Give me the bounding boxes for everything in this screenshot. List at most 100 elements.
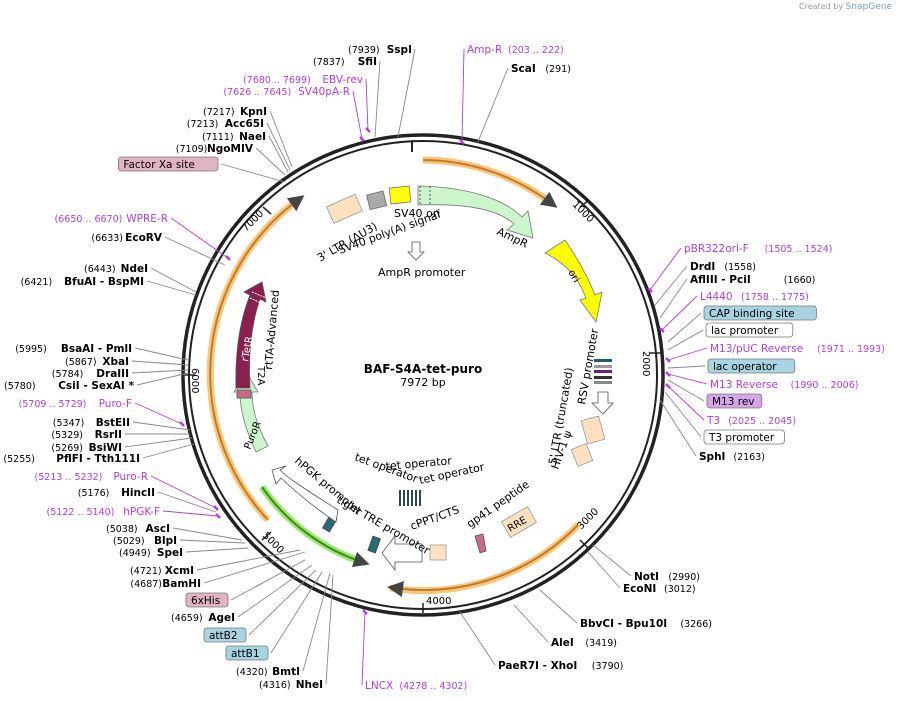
feature-gp41[interactable] (474, 533, 487, 554)
orange-arrow-2 (387, 524, 579, 598)
feature-m13rev[interactable] (594, 370, 612, 373)
feature-rsv-promoter[interactable] (591, 391, 614, 415)
site-left-35[interactable]: NheI(4316) (259, 679, 323, 691)
site-right-4[interactable]: CAP binding site (703, 305, 817, 321)
site-left-19[interactable]: RsrII(5329) (51, 429, 122, 441)
site-right-5[interactable]: lac promoter (705, 322, 794, 338)
site-left-15[interactable]: DraIII(5784) (52, 368, 129, 380)
site-left-10[interactable]: EcoRV(6633) (91, 232, 162, 244)
feature-ampr-promoter[interactable] (407, 241, 425, 261)
feature-cap-site[interactable] (594, 359, 612, 362)
tick-5000 (261, 531, 272, 541)
site-right-17[interactable]: PaeR7I - XhoI(3790) (498, 660, 623, 672)
site-left-17[interactable]: Puro-F(5709 .. 5729) (19, 398, 132, 410)
leader-line (325, 574, 334, 685)
feature-lac-operator[interactable] (594, 376, 612, 379)
site-left-21[interactable]: PflFI - Tth111I(5255) (3, 453, 140, 465)
site-left-22[interactable]: Puro-R(5213 .. 5232) (35, 471, 148, 483)
site-right-7[interactable]: lac operator (707, 358, 796, 374)
site-name: EcoRV (125, 232, 163, 244)
site-right-13[interactable]: NotI(2990) (634, 571, 700, 583)
site-left-25[interactable]: AscI(5038) (106, 523, 170, 535)
site-left-31[interactable]: AgeI(4659) (171, 612, 235, 624)
site-right-14[interactable]: EcoNI(3012) (623, 583, 696, 595)
plasmid-length: 7972 bp (400, 376, 445, 389)
site-right-19[interactable]: Amp-R(203 .. 222) (467, 44, 564, 56)
site-left-5[interactable]: Acc65I(7213) (187, 118, 264, 130)
site-right-15[interactable]: BbvCI - Bpu10I(3266) (580, 618, 712, 630)
site-name: pBR322ori-F (684, 243, 749, 255)
rtetr-hatch (249, 297, 264, 305)
site-right-20[interactable]: ScaI(291) (511, 63, 571, 75)
site-left-27[interactable]: SpeI(4949) (119, 547, 183, 559)
site-left-2[interactable]: EBV-rev(7680 .. 7699) (243, 74, 363, 86)
site-pos: (1990 .. 2006) (791, 380, 859, 391)
site-right-18[interactable]: LNCX(4278 .. 4302) (365, 680, 467, 692)
site-left-28[interactable]: XcmI(4721) (130, 565, 194, 577)
feature-hiv-psi[interactable] (570, 443, 594, 467)
site-pos: (5269) (51, 443, 83, 454)
site-name: AleI (551, 637, 574, 649)
site-left-16[interactable]: CsiI - SexAI *(5780) (4, 380, 134, 392)
feature-5ltr[interactable] (580, 415, 606, 445)
leader-line (136, 372, 189, 386)
site-left-7[interactable]: NgoMIV(7109) (176, 143, 254, 155)
feature-lac-promoter[interactable] (594, 365, 612, 368)
feature-3ltr[interactable] (326, 193, 363, 224)
site-left-13[interactable]: BsaAI - PmlI(5995) (15, 343, 132, 355)
feature-cppt[interactable] (429, 544, 447, 561)
green-arrow (261, 486, 370, 568)
features (233, 185, 614, 572)
site-left-34[interactable]: BmtI(4320) (236, 666, 300, 678)
site-right-3[interactable]: L4440(1758 .. 1775) (700, 291, 809, 303)
tick-3000 (579, 539, 589, 549)
feature-sv40-ori[interactable] (388, 185, 412, 205)
leader-line (230, 559, 306, 601)
site-left-11[interactable]: NdeI(6443) (84, 263, 148, 275)
leader-line (361, 611, 366, 686)
feature-hpgk-promoter[interactable] (271, 465, 339, 523)
site-left-4[interactable]: KpnI(7217) (203, 106, 267, 118)
site-left-8[interactable]: Factor Xa site (118, 156, 219, 172)
feature-tight-tre[interactable] (381, 534, 423, 572)
site-right-8[interactable]: M13 Reverse(1990 .. 2006) (710, 379, 858, 391)
feature-t2a[interactable] (236, 389, 252, 399)
site-left-26[interactable]: BlpI(5029) (113, 535, 177, 547)
site-right-6[interactable]: M13/pUC Reverse(1971 .. 1993) (710, 343, 885, 355)
site-left-14[interactable]: XbaI(5867) (65, 356, 129, 368)
site-right-1[interactable]: DrdI(1558) (690, 261, 756, 273)
site-right-9[interactable]: M13 rev (706, 393, 763, 409)
site-left-20[interactable]: BsiWI(5269) (51, 442, 122, 454)
site-left-0[interactable]: SspI(7939) (348, 44, 412, 56)
site-left-23[interactable]: HincII(5176) (78, 487, 155, 499)
site-left-12[interactable]: BfuAI - BspMI(6421) (21, 276, 144, 288)
site-left-6[interactable]: NaeI(7111) (202, 131, 266, 143)
site-name: NdeI (121, 263, 148, 275)
site-left-30[interactable]: 6xHis (185, 592, 229, 608)
site-left-24[interactable]: hPGK-F(5122 .. 5140) (47, 506, 160, 518)
site-right-0[interactable]: pBR322ori-F(1505 .. 1524) (684, 243, 832, 255)
site-right-16[interactable]: AleI(3419) (551, 637, 617, 649)
site-left-18[interactable]: BstEII(5347) (53, 417, 130, 429)
feature-t3-promoter[interactable] (594, 381, 612, 384)
site-right-10[interactable]: T3(2025 .. 2045) (706, 415, 796, 427)
feature-rtetr[interactable] (235, 281, 267, 389)
site-name: Puro-R (113, 471, 148, 483)
feature-rre[interactable] (500, 506, 538, 538)
site-left-3[interactable]: SV40pA-R(7626 .. 7645) (223, 86, 350, 98)
leader-line (461, 48, 465, 143)
site-left-1[interactable]: SfiI(7837) (313, 56, 377, 68)
feature-tet-operators[interactable] (398, 490, 422, 506)
site-left-9[interactable]: WPRE-R(6650 .. 6670) (55, 213, 168, 225)
site-right-2[interactable]: AflIII - PciI(1660) (690, 274, 815, 286)
site-left-32[interactable]: attB2 (203, 627, 247, 643)
site-name: CsiI - SexAI * (58, 380, 134, 392)
feature-ampr[interactable] (417, 185, 534, 239)
site-right-11[interactable]: T3 promoter (703, 429, 785, 445)
feature-ori[interactable] (544, 239, 603, 323)
leader-line (248, 569, 317, 636)
site-left-33[interactable]: attB1 (225, 645, 269, 661)
site-left-29[interactable]: BamHI(4687) (130, 578, 201, 590)
feature-sv40-polya[interactable] (366, 190, 388, 211)
site-right-12[interactable]: SphI(2163) (699, 451, 765, 463)
